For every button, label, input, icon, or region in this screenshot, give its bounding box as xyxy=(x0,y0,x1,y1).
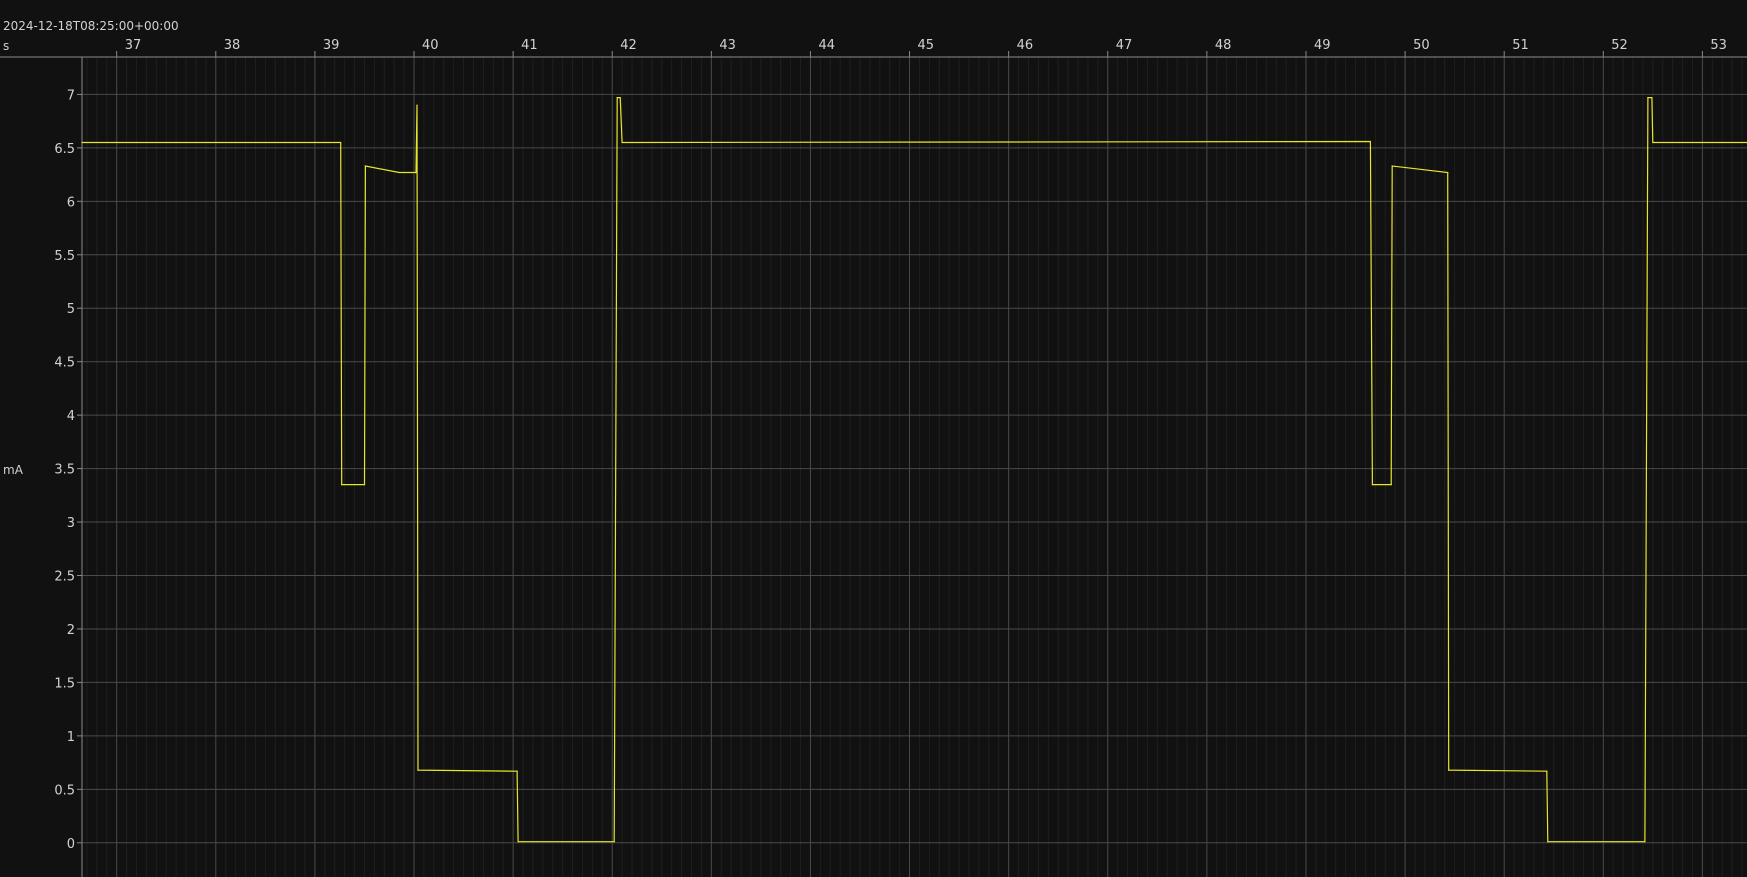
data-point xyxy=(1369,140,1371,143)
data-point xyxy=(517,841,519,843)
data-point xyxy=(1447,171,1449,174)
x-axis-ticks: 37 38 39 40 41 42 43 44 45 46 47 48 49 50 51 52 53 xyxy=(116,38,1727,57)
x-tick-label: 37 xyxy=(125,38,142,53)
y-tick-label: 6 xyxy=(67,195,75,210)
x-tick-label: 49 xyxy=(1314,38,1331,53)
x-tick-label: 53 xyxy=(1710,38,1727,53)
x-tick-label: 51 xyxy=(1512,38,1529,53)
minor-grid xyxy=(86,57,1743,877)
y-tick-label: 3 xyxy=(67,516,75,531)
y-tick-label: 3.5 xyxy=(54,463,75,478)
x-tick-label: 38 xyxy=(224,38,241,53)
y-tick-label: 2 xyxy=(67,623,75,638)
x-axis-unit: s xyxy=(3,39,10,53)
x-tick-label: 41 xyxy=(521,38,538,53)
y-tick-label: 6.5 xyxy=(54,142,75,157)
data-point xyxy=(364,165,367,167)
y-tick-label: 4.5 xyxy=(54,356,75,371)
y-tick-label: 0.5 xyxy=(54,783,75,798)
x-tick-label: 52 xyxy=(1611,38,1628,53)
y-tick-label: 1 xyxy=(67,730,75,745)
data-point xyxy=(416,104,418,106)
y-tick-label: 2.5 xyxy=(54,570,75,585)
y-tick-label: 7 xyxy=(67,88,75,103)
data-point xyxy=(619,97,621,99)
data-point xyxy=(1391,165,1393,167)
x-tick-label: 39 xyxy=(323,38,340,53)
y-axis-ticks: 0 0.5 1 1.5 2 2.5 3 3.5 4 4.5 5 5.5 6 6.5 7 xyxy=(54,88,82,852)
axes xyxy=(0,56,1747,877)
timestamp-label: 2024-12-18T08:25:00+00:00 xyxy=(3,19,179,33)
x-tick-label: 42 xyxy=(620,38,637,53)
y-tick-label: 1.5 xyxy=(54,676,75,691)
y-tick-label: 4 xyxy=(67,409,75,424)
major-grid xyxy=(82,57,1747,877)
data-point xyxy=(398,171,400,174)
data-point xyxy=(1647,97,1649,99)
data-point xyxy=(1546,770,1548,772)
data-point xyxy=(1390,484,1392,486)
data-point xyxy=(417,769,419,771)
x-tick-label: 43 xyxy=(719,38,736,53)
data-point xyxy=(1651,97,1653,99)
data-series-line xyxy=(82,97,1747,843)
data-point xyxy=(1652,141,1654,144)
x-tick-label: 45 xyxy=(918,38,935,53)
x-tick-label: 50 xyxy=(1413,38,1430,53)
data-point xyxy=(613,841,615,843)
data-point xyxy=(616,97,618,99)
x-tick-label: 48 xyxy=(1215,38,1232,53)
data-point xyxy=(363,484,366,486)
data-point xyxy=(341,484,343,486)
data-point xyxy=(415,171,417,174)
data-point xyxy=(340,141,342,144)
y-tick-label: 5 xyxy=(67,302,75,317)
x-tick-label: 40 xyxy=(422,38,439,53)
y-axis-unit: mA xyxy=(3,463,23,477)
y-tick-label: 5.5 xyxy=(54,249,75,264)
x-tick-label: 47 xyxy=(1116,38,1133,53)
data-point xyxy=(1371,484,1373,486)
data-point xyxy=(1644,841,1646,843)
data-point xyxy=(621,141,623,144)
data-point xyxy=(81,141,83,144)
x-tick-label: 46 xyxy=(1017,38,1034,53)
data-point xyxy=(516,770,518,772)
y-tick-label: 0 xyxy=(67,837,75,852)
x-tick-label: 44 xyxy=(818,38,835,53)
data-point xyxy=(1448,769,1450,771)
data-point xyxy=(1547,841,1549,843)
trace-layer xyxy=(81,97,1747,843)
